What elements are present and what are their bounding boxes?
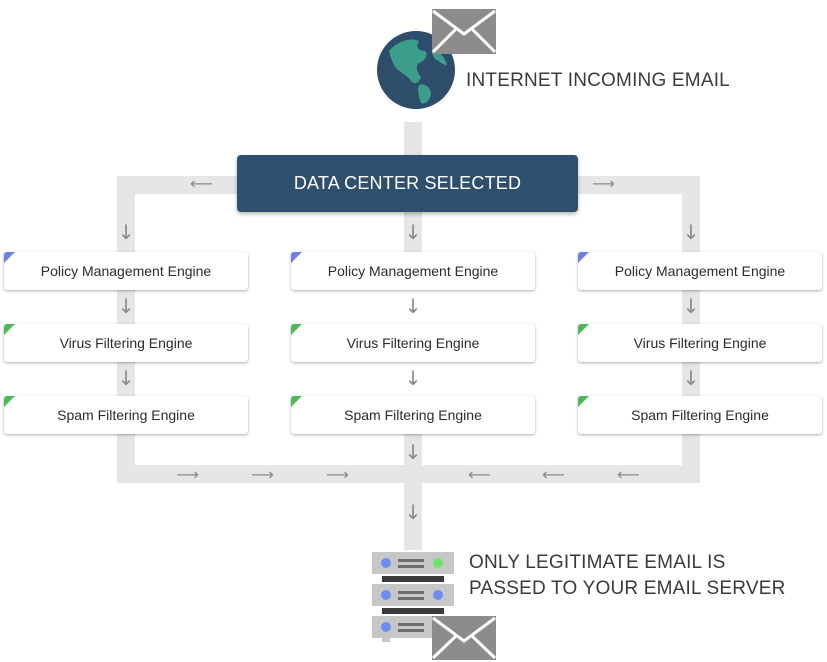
track-center-vertical [404, 205, 422, 265]
accent-corner [291, 396, 302, 407]
envelope-icon [432, 616, 496, 660]
arrow-down: ↓ [682, 220, 700, 244]
arrow-left: ⟵ [542, 465, 565, 484]
track-top-stem [404, 122, 422, 162]
engine-label: Virus Filtering Engine [633, 335, 767, 351]
arrow-down: ↓ [682, 366, 700, 390]
arrow-down: ↓ [404, 500, 422, 524]
arrow-right: ⟶ [251, 465, 274, 484]
arrow-left: ⟵ [617, 465, 640, 484]
virus-engine-card: Virus Filtering Engine [4, 324, 248, 362]
engine-label: Policy Management Engine [327, 263, 499, 279]
incoming-email-title: INTERNET INCOMING EMAIL [466, 70, 730, 91]
policy-engine-card: Policy Management Engine [578, 252, 822, 290]
policy-engine-card: Policy Management Engine [291, 252, 535, 290]
arrow-down: ↓ [404, 294, 422, 318]
accent-corner [291, 324, 302, 335]
arrow-down: ↓ [117, 366, 135, 390]
arrow-down: ↓ [117, 220, 135, 244]
arrow-left: ⟵ [190, 174, 213, 193]
arrow-down: ↓ [117, 294, 135, 318]
track-horizontal-bottom [117, 465, 700, 483]
data-center-box: DATA CENTER SELECTED [237, 155, 578, 212]
track-center-lower [404, 420, 422, 550]
engine-label: Virus Filtering Engine [346, 335, 480, 351]
engine-label: Spam Filtering Engine [57, 407, 195, 423]
engine-label: Virus Filtering Engine [59, 335, 193, 351]
arrow-right: ⟶ [326, 465, 349, 484]
accent-corner [578, 396, 589, 407]
result-text-line2: PASSED TO YOUR EMAIL SERVER [469, 578, 786, 599]
arrow-down: ↓ [682, 294, 700, 318]
accent-corner [578, 324, 589, 335]
virus-engine-card: Virus Filtering Engine [291, 324, 535, 362]
accent-corner [4, 252, 15, 263]
accent-corner [578, 252, 589, 263]
arrow-down: ↓ [404, 366, 422, 390]
result-text-line1: ONLY LEGITIMATE EMAIL IS [469, 552, 726, 573]
virus-engine-card: Virus Filtering Engine [578, 324, 822, 362]
arrow-down: ↓ [404, 220, 422, 244]
engine-label: Policy Management Engine [40, 263, 212, 279]
arrow-right: ⟶ [592, 174, 615, 193]
envelope-icon [432, 9, 496, 54]
data-center-label: DATA CENTER SELECTED [293, 173, 522, 193]
engine-label: Spam Filtering Engine [344, 407, 482, 423]
spam-engine-card: Spam Filtering Engine [4, 396, 248, 434]
accent-corner [4, 324, 15, 335]
accent-corner [291, 252, 302, 263]
spam-engine-card: Spam Filtering Engine [291, 396, 535, 434]
arrow-left: ⟵ [468, 465, 491, 484]
arrow-right: ⟶ [176, 465, 199, 484]
arrow-down: ↓ [404, 440, 422, 464]
policy-engine-card: Policy Management Engine [4, 252, 248, 290]
accent-corner [4, 396, 15, 407]
spam-engine-card: Spam Filtering Engine [578, 396, 822, 434]
engine-label: Spam Filtering Engine [631, 407, 769, 423]
engine-label: Policy Management Engine [614, 263, 786, 279]
